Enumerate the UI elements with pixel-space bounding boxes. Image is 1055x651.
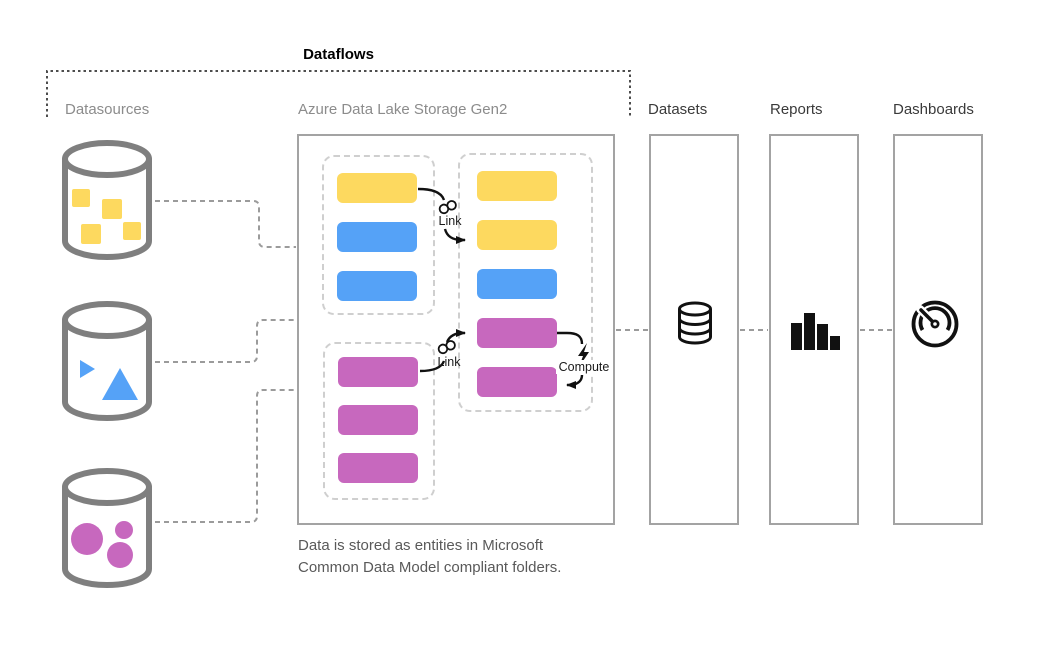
caption-line-1: Data is stored as entities in Microsoft xyxy=(298,537,544,554)
link-top-label: Link xyxy=(438,214,462,228)
entity-yellow xyxy=(477,171,557,201)
entity-blue xyxy=(337,271,417,301)
entity-pink xyxy=(338,357,418,387)
entity-pink xyxy=(338,453,418,483)
adls-caption: Data is stored as entities in Microsoft … xyxy=(298,535,561,579)
entity-pink xyxy=(477,318,557,348)
entity-pink xyxy=(338,405,418,435)
entity-blue xyxy=(477,269,557,299)
entity-pink xyxy=(477,367,557,397)
datasets-box xyxy=(649,134,739,525)
datasources-label: Datasources xyxy=(65,101,150,118)
dataflows-title: Dataflows xyxy=(303,46,374,63)
dataflow-group-left-bottom xyxy=(323,342,435,500)
datasource-connectors xyxy=(155,200,296,523)
entity-yellow xyxy=(477,220,557,250)
cylinder-circles-icon xyxy=(62,468,152,588)
reports-label: Reports xyxy=(770,101,823,118)
cylinder-squares-icon xyxy=(62,140,152,260)
datasets-label: Datasets xyxy=(648,101,708,118)
cylinder-triangles-icon xyxy=(62,301,152,421)
reports-box xyxy=(769,134,859,525)
dataflow-group-left-top xyxy=(322,155,435,315)
link-bottom-label: Link xyxy=(437,355,461,369)
entity-blue xyxy=(337,222,417,252)
compute-label: Compute xyxy=(556,360,612,374)
dashboards-box xyxy=(893,134,983,525)
entity-yellow xyxy=(337,173,417,203)
adls-label: Azure Data Lake Storage Gen2 xyxy=(298,101,508,118)
dashboards-label: Dashboards xyxy=(893,101,974,118)
caption-line-2: Common Data Model compliant folders. xyxy=(298,559,562,576)
